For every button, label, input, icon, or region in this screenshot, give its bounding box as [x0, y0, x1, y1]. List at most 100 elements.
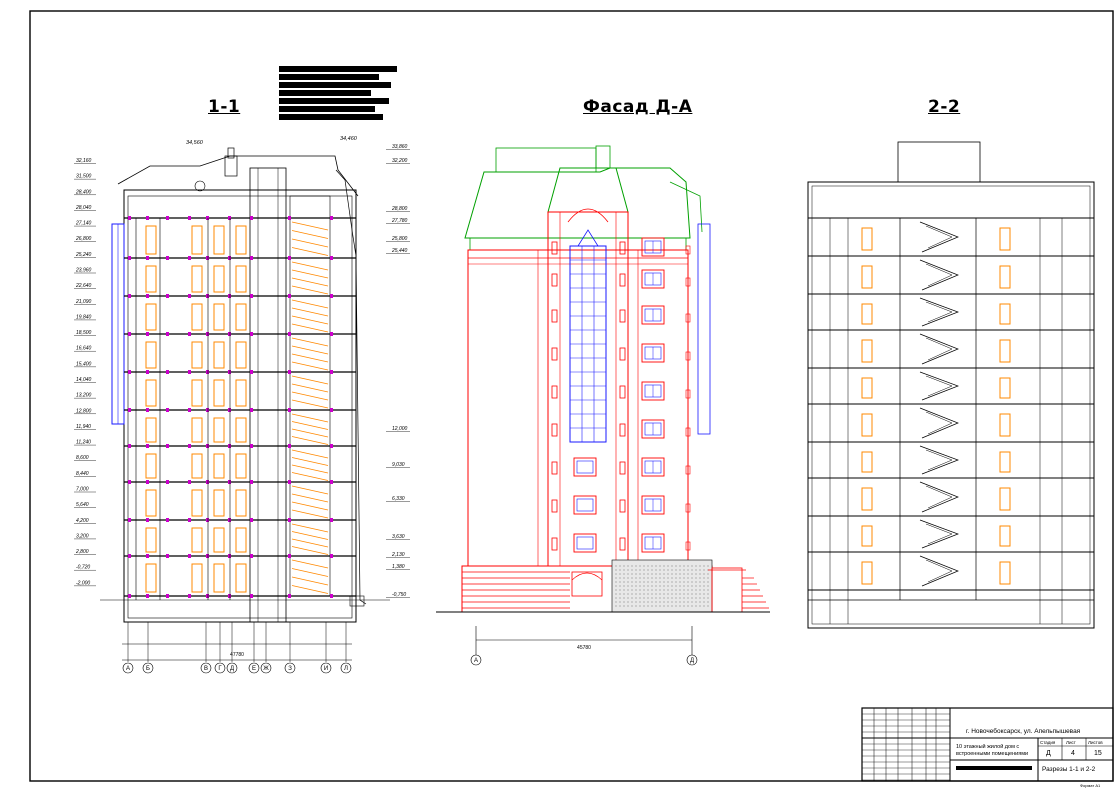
axis-label: В: [204, 666, 208, 672]
hatch-dot: [707, 601, 709, 603]
facade-curtain-wall-mullions: [570, 259, 606, 429]
hatch-dot: [667, 597, 669, 599]
section-window: [213, 563, 225, 593]
hatch-dot: [707, 581, 709, 583]
hatch-dot: [659, 577, 661, 579]
stair-flight: [291, 375, 329, 385]
stair-zigzag: [919, 407, 959, 439]
slab-joint: [146, 294, 149, 298]
hatch-dot: [699, 589, 701, 591]
section-window: [999, 265, 1011, 289]
stair-flight: [291, 585, 329, 594]
section-window: [861, 413, 873, 437]
stair-zigzag-inner: [925, 523, 953, 545]
slab-joint: [146, 216, 149, 220]
hatch-dot: [695, 597, 697, 599]
hatch-dot: [683, 577, 685, 579]
hatch-dot: [707, 597, 709, 599]
hatch-dot: [623, 581, 625, 583]
stair-flight: [291, 230, 329, 239]
section-window: [235, 489, 247, 517]
slab-joint: [128, 408, 131, 412]
hatch-dot: [671, 593, 673, 595]
hatch-dot: [643, 605, 645, 607]
stair-zigzag-inner: [925, 559, 953, 583]
hatch-dot: [619, 577, 621, 579]
title-block-signature-grid: [862, 708, 950, 781]
stair-zigzag: [919, 333, 959, 365]
hatch-dot: [663, 589, 665, 591]
section-1-1-right-levels: 33,86032,20028,80027,78025,80025,44012,0…: [386, 144, 410, 598]
hatch-dot: [627, 585, 629, 587]
section-1-1-left-levels: 32,16031,50028,40028,04027,14026,80025,2…: [74, 158, 96, 586]
level-mark: 16,640: [76, 346, 92, 352]
level-mark: 21,090: [75, 299, 92, 305]
section-window: [191, 563, 203, 593]
slab-joint: [188, 256, 191, 260]
slab-joint: [188, 216, 191, 220]
hatch-dot: [623, 569, 625, 571]
section-window: [145, 265, 157, 293]
hatch-dot: [687, 565, 689, 567]
hatch-dot: [619, 569, 621, 571]
hatch-dot: [707, 577, 709, 579]
section-2-2: [807, 141, 1095, 629]
hatch-dot: [675, 577, 677, 579]
stair-flight: [291, 546, 329, 555]
stair-zigzag: [919, 555, 959, 587]
section-window: [235, 225, 247, 255]
hatch-dot: [691, 565, 693, 567]
stair-zigzag-inner: [925, 449, 953, 471]
section-1-1-title: 1-1: [208, 97, 241, 117]
hatch-dot: [691, 573, 693, 575]
hatch-dot: [659, 581, 661, 583]
hatch-dot: [679, 589, 681, 591]
facade-balcony-door: [685, 313, 691, 323]
facade-narrow-window: [619, 461, 626, 475]
hatch-dot: [615, 565, 617, 567]
slab-joint: [166, 444, 169, 448]
hatch-dot: [655, 605, 657, 607]
slab-joint: [250, 408, 253, 412]
hatch-dot: [639, 565, 641, 567]
slab-joint: [250, 256, 253, 260]
slab-joint: [128, 518, 131, 522]
facade-windows: [551, 237, 691, 553]
stair-flight: [291, 428, 329, 438]
hatch-dot: [683, 585, 685, 587]
hatch-dot: [639, 585, 641, 587]
hatch-dot: [643, 569, 645, 571]
facade-window: [641, 457, 665, 477]
section-window: [145, 527, 157, 553]
facade-title: Фасад Д-А: [583, 97, 693, 117]
hatch-dot: [675, 589, 677, 591]
section-window: [999, 339, 1011, 363]
stair-flight: [291, 509, 329, 519]
stair-zigzag-inner: [925, 411, 953, 435]
hatch-dot: [651, 565, 653, 567]
hatch-dot: [635, 565, 637, 567]
stair-zigzag-inner: [925, 225, 953, 249]
slab-joint: [330, 554, 333, 558]
stair-zigzag: [919, 259, 959, 291]
hatch-dot: [615, 593, 617, 595]
hatch-dot: [643, 601, 645, 603]
facade-axis-left: А: [474, 658, 478, 664]
slab-joint: [166, 370, 169, 374]
hatch-dot: [683, 569, 685, 571]
slab-joint: [146, 518, 149, 522]
hatch-dot: [639, 597, 641, 599]
slab-joint: [166, 332, 169, 336]
tb-drawing-name: Разрезы 1-1 и 2-2: [1042, 766, 1096, 773]
slab-joint: [166, 554, 169, 558]
hatch-dot: [679, 605, 681, 607]
hatch-dot: [691, 605, 693, 607]
hatch-dot: [671, 573, 673, 575]
section-1-1-total-dim: 47780: [230, 652, 244, 658]
facade-window: [641, 533, 665, 553]
stair-flight: [291, 345, 329, 355]
section-window: [235, 453, 247, 479]
slab-joint: [228, 370, 231, 374]
slab-joint: [228, 332, 231, 336]
hatch-dot: [671, 569, 673, 571]
